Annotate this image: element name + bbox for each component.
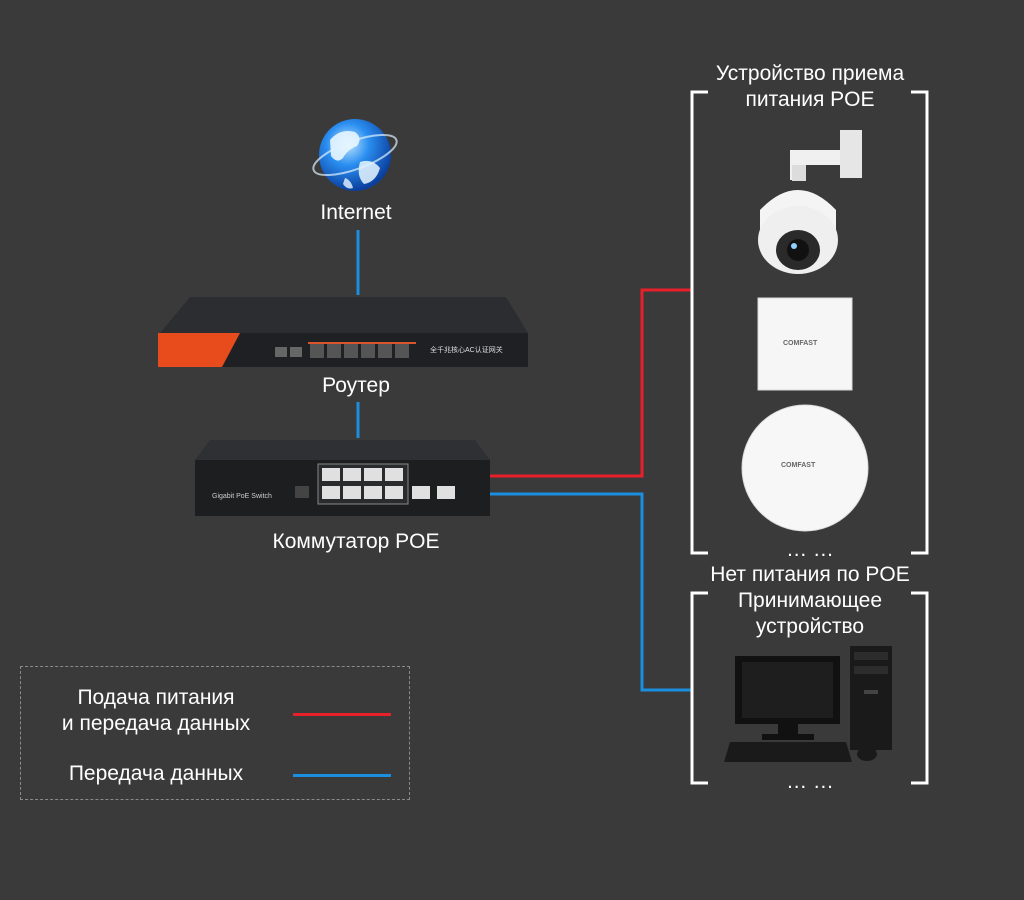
- internet-label: Internet: [320, 201, 392, 224]
- nonpoe-group-title-line2: Принимающее: [737, 589, 883, 612]
- poe-switch-device: [195, 440, 490, 516]
- legend: Подача питания и передача данных Передач…: [20, 666, 410, 800]
- round-access-point: [741, 404, 869, 532]
- ap-brand-label-1: COMFAST: [783, 340, 818, 347]
- switch-front-label: Gigabit PoE Switch: [212, 493, 272, 500]
- ptz-camera-device: [758, 130, 862, 274]
- router-front-label: 全千兆核心AC认证网关: [430, 347, 503, 354]
- router-label: Роутер: [322, 374, 390, 397]
- poe-group-title-line1: Устройство приема: [715, 62, 905, 85]
- poe-group-title-line2: питания POE: [745, 88, 875, 111]
- data-only-link: [490, 492, 692, 692]
- square-access-point: [757, 297, 853, 391]
- ap-brand-label-2: COMFAST: [781, 462, 816, 469]
- nonpoe-group-title-line1: Нет питания по POE: [710, 563, 910, 586]
- poe-group-ellipsis: … …: [786, 538, 834, 561]
- nonpoe-group-bracket: [690, 591, 929, 785]
- switch-label: Коммутатор POE: [272, 530, 440, 553]
- legend-power-data-line1: Подача питания: [77, 686, 235, 709]
- desktop-computer: [724, 646, 892, 762]
- nonpoe-group-title-line3: устройство: [755, 615, 865, 638]
- globe-icon: [312, 119, 398, 191]
- legend-red-swatch: [293, 713, 391, 716]
- legend-power-data-line2: и передача данных: [61, 712, 251, 735]
- legend-data-only: Передача данных: [68, 762, 244, 785]
- poe-power-data-link: [490, 288, 692, 478]
- legend-blue-swatch: [293, 774, 391, 777]
- nonpoe-group-ellipsis: … …: [786, 770, 834, 793]
- poe-group-bracket: [690, 90, 929, 555]
- router-device: [158, 297, 528, 367]
